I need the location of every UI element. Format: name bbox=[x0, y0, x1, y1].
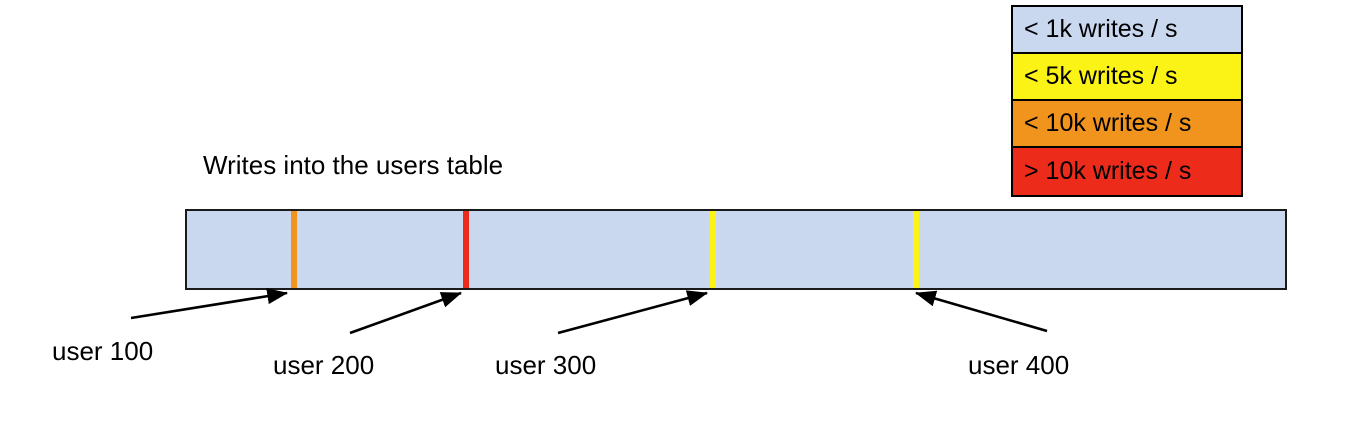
label-user-100: user 100 bbox=[52, 336, 154, 366]
stripe-user-100 bbox=[291, 211, 297, 288]
arrow-user-200 bbox=[349, 291, 462, 335]
legend-row-lt-10k: < 10k writes / s bbox=[1013, 101, 1241, 148]
legend-row-lt-5k: < 5k writes / s bbox=[1013, 54, 1241, 101]
arrow-user-300 bbox=[557, 290, 709, 335]
label-user-200: user 200 bbox=[273, 350, 375, 380]
arrow-user-100 bbox=[130, 288, 289, 320]
arrow-user-400 bbox=[915, 290, 1048, 333]
legend: < 1k writes / s < 5k writes / s < 10k wr… bbox=[1011, 5, 1243, 197]
legend-row-lt-1k: < 1k writes / s bbox=[1013, 7, 1241, 54]
legend-label-gt-10k: > 10k writes / s bbox=[1024, 157, 1192, 185]
label-user-300: user 300 bbox=[495, 350, 597, 380]
legend-label-lt-5k: < 5k writes / s bbox=[1024, 62, 1178, 90]
chart-title: Writes into the users table bbox=[203, 150, 504, 180]
users-table-bar bbox=[185, 209, 1287, 290]
legend-label-lt-1k: < 1k writes / s bbox=[1024, 15, 1178, 43]
legend-row-gt-10k: > 10k writes / s bbox=[1013, 148, 1241, 195]
label-user-400: user 400 bbox=[968, 350, 1070, 380]
stripe-user-400 bbox=[913, 211, 919, 288]
stripe-user-300 bbox=[710, 211, 716, 288]
legend-label-lt-10k: < 10k writes / s bbox=[1024, 109, 1192, 137]
stripe-user-200 bbox=[463, 211, 469, 288]
